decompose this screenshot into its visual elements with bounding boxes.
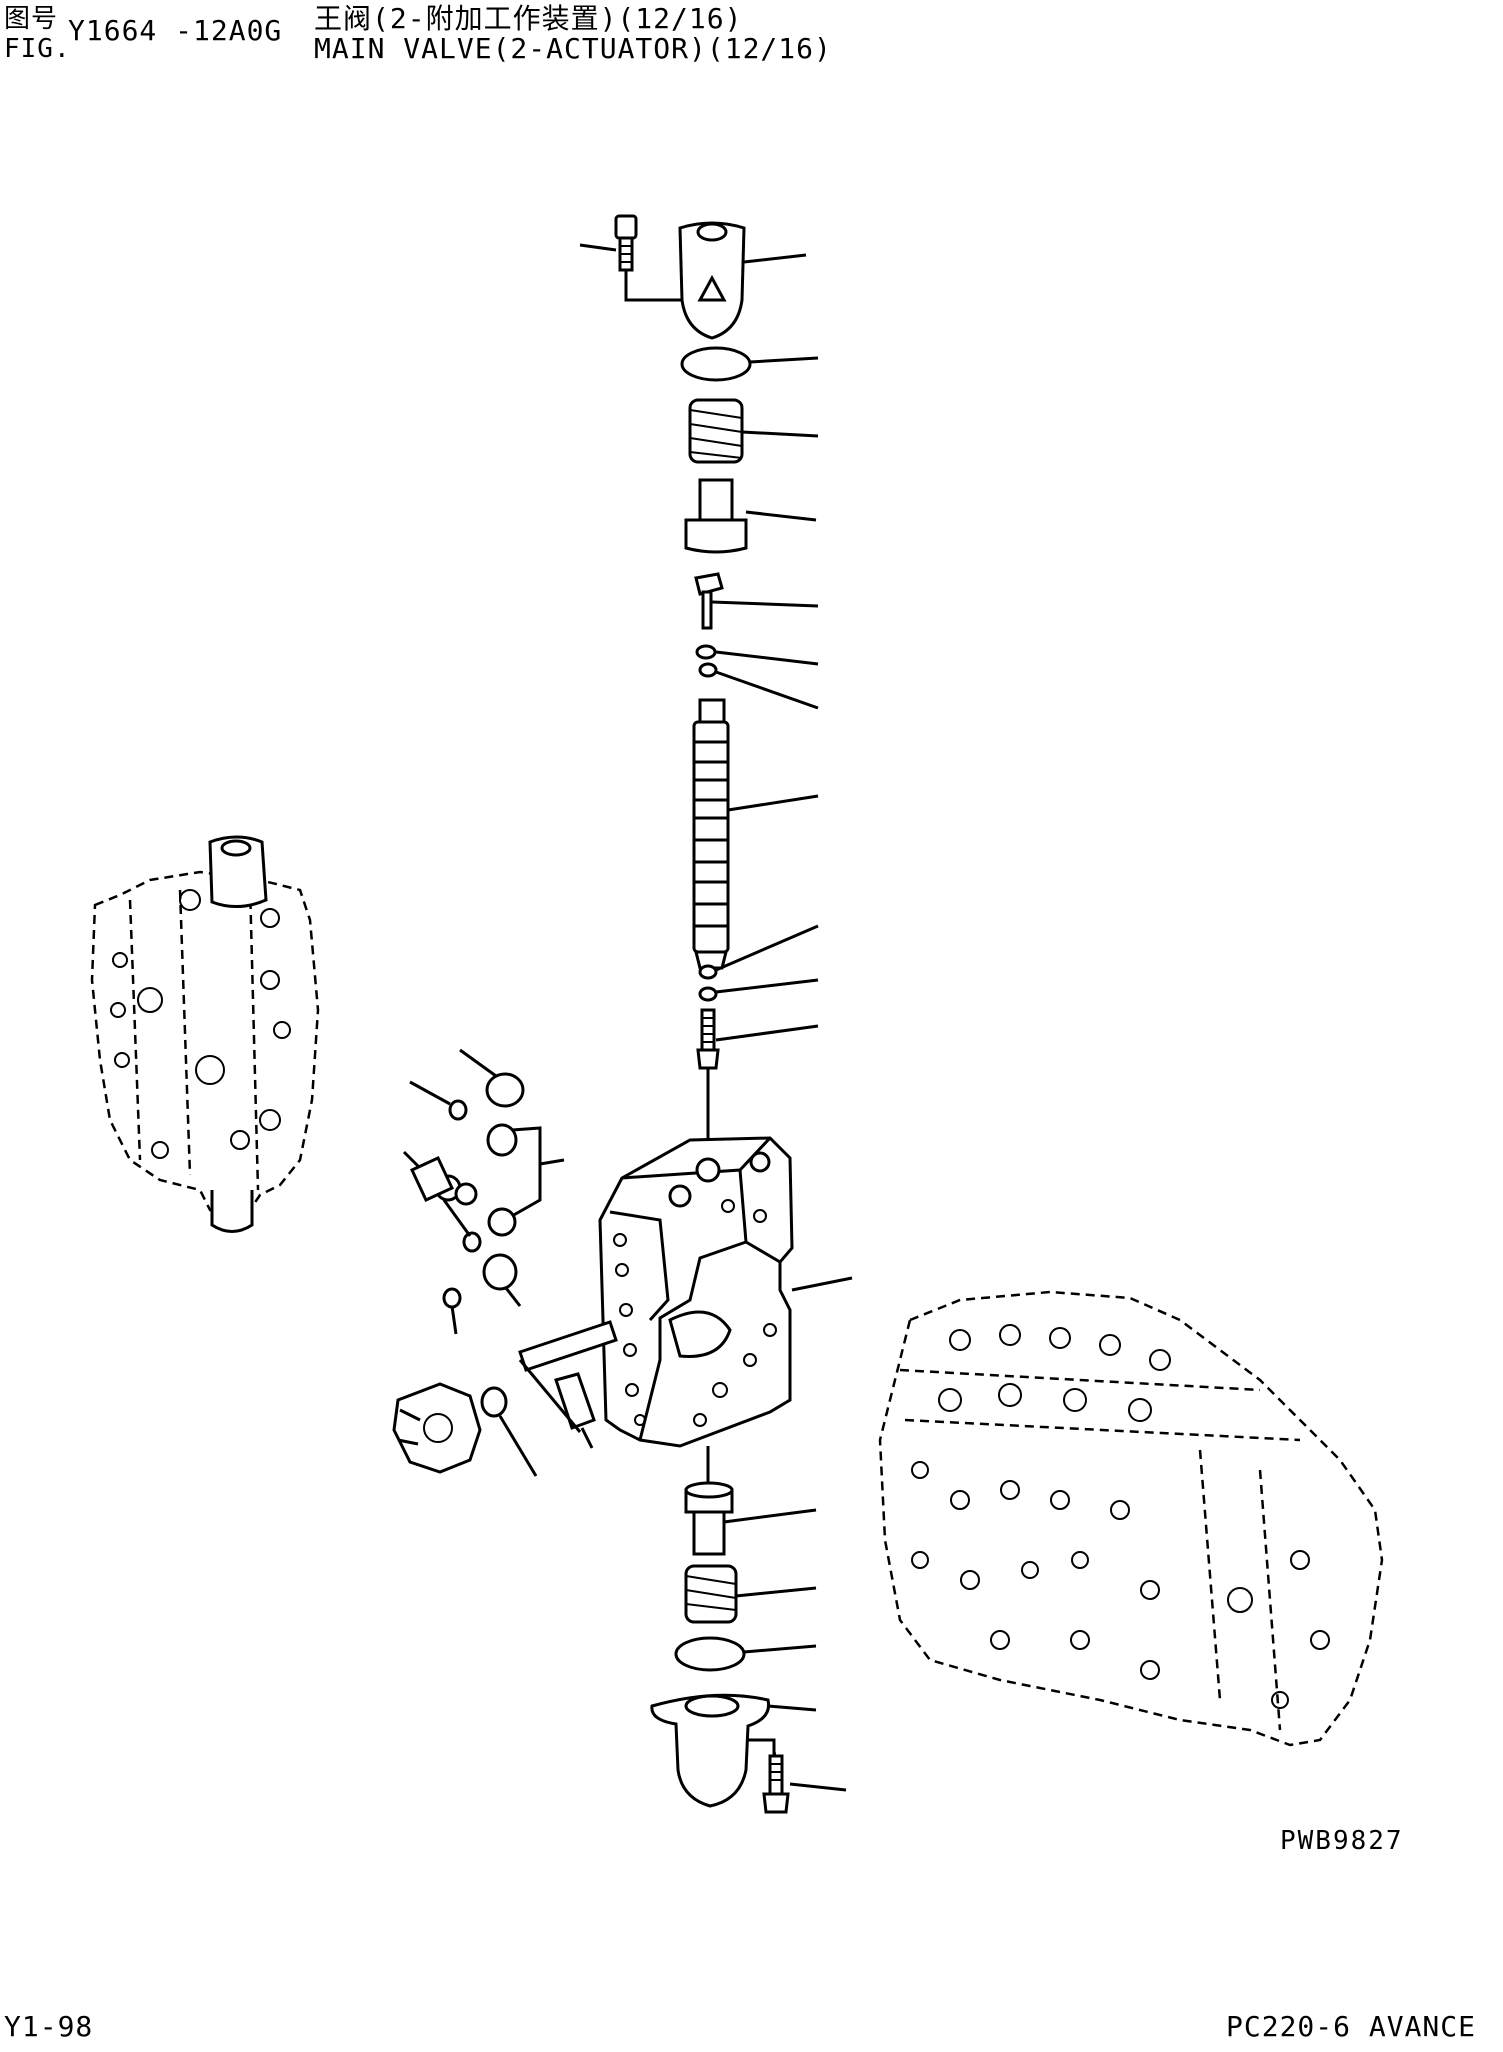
figure-label-english: FIG. (4, 34, 71, 64)
figure-number: Y1664 -12A0G (68, 14, 283, 47)
small-o-rings-lower (698, 924, 819, 1002)
spring-retainer-lower (684, 1481, 817, 1556)
bottom-cap-with-bolt (650, 1693, 847, 1814)
side-cover-lower-left (392, 1382, 482, 1474)
figure-label-chinese: 图号 (4, 4, 59, 34)
o-ring-lower (674, 1636, 817, 1672)
small-o-rings-upper (695, 644, 819, 710)
valve-body (598, 1136, 853, 1484)
plug-screw (696, 1008, 819, 1140)
o-ring-set-left (402, 1048, 565, 1335)
title-chinese: 王阀(2-附加工作装置)(12/16) (314, 2, 743, 35)
top-cap-with-bolt (579, 214, 807, 340)
spring-upper (688, 398, 819, 464)
model-reference: PC220-6 AVANCE (1226, 2010, 1477, 2043)
stopper-pin (694, 572, 819, 630)
pins-lower-left (480, 1320, 618, 1477)
valve-spool (692, 698, 819, 970)
title-english: MAIN VALVE(2-ACTUATOR)(12/16) (314, 32, 832, 65)
context-valve-assembly-left (90, 835, 320, 1233)
spring-retainer-upper (684, 478, 817, 554)
spring-lower (684, 1564, 817, 1624)
context-valve-block-right (878, 1290, 1384, 1747)
drawing-reference-code: PWB9827 (1280, 1826, 1404, 1856)
o-ring-upper (680, 346, 819, 382)
page-reference: Y1-98 (4, 2010, 94, 2043)
